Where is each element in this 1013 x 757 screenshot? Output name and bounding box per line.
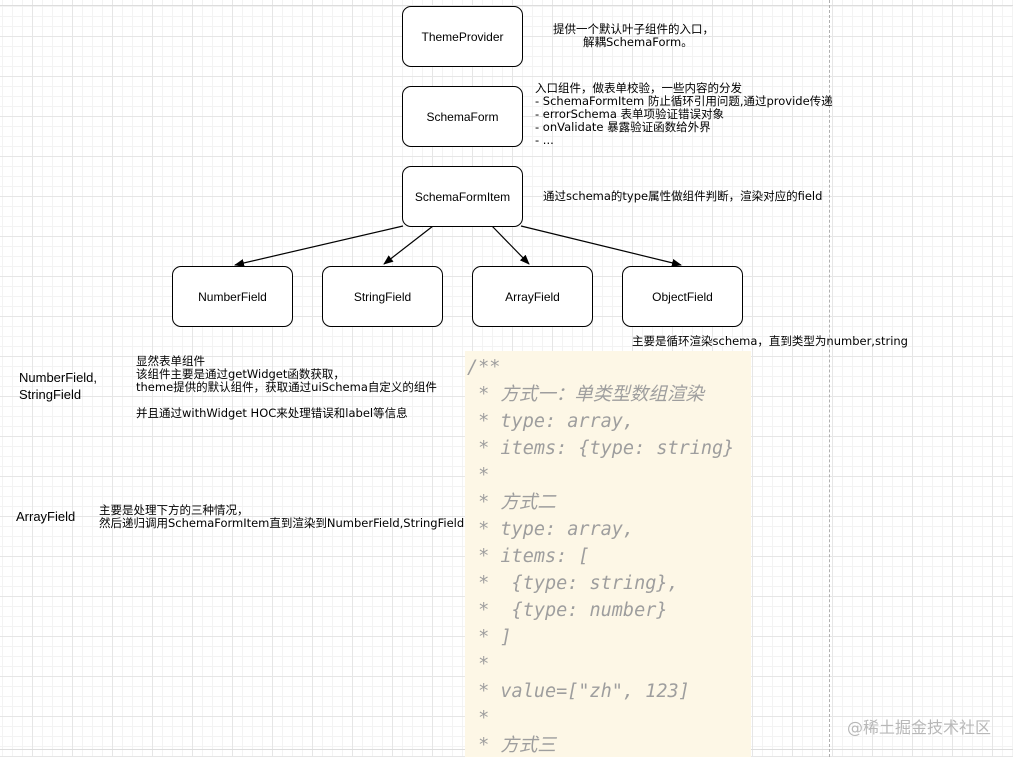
object-field-note: 主要是循环渲染schema，直到类型为number,string xyxy=(632,334,908,348)
string-field-node[interactable]: StringField xyxy=(322,266,443,327)
number-string-field-note: 显然表单组件 该组件主要是通过getWidget函数获取， theme提供的默认… xyxy=(136,355,437,420)
code-line: * items: [ xyxy=(467,546,590,567)
note-line: 提供一个默认叶子组件的入口， xyxy=(553,22,714,36)
code-line: * value=["zh", 123] xyxy=(467,681,690,702)
note-line: 然后递归调用SchemaFormItem直到渲染到NumberField,Str… xyxy=(99,516,465,530)
page-boundary-dashed-line xyxy=(829,0,830,757)
code-line: * xyxy=(467,654,490,675)
note-line: - errorSchema 表单项验证错误对象 xyxy=(535,107,725,121)
code-line: * items: {type: string} xyxy=(467,438,735,459)
object-field-node[interactable]: ObjectField xyxy=(622,266,743,327)
arrow-to-string-field xyxy=(383,225,434,265)
code-line: * ] xyxy=(467,627,512,648)
number-field-node[interactable]: NumberField xyxy=(172,266,293,327)
array-field-label: ArrayField xyxy=(16,509,76,524)
code-line: * 方式二 xyxy=(467,492,556,513)
array-field-note: 主要是处理下方的三种情况， 然后递归调用SchemaFormItem直到渲染到N… xyxy=(99,504,464,530)
note-line: 并且通过withWidget HOC来处理错误和label等信息 xyxy=(136,406,408,420)
label-line: StringField xyxy=(19,387,82,402)
code-line: * xyxy=(467,708,490,729)
note-line: theme提供的默认组件，获取通过uiSchema自定义的组件 xyxy=(136,380,437,394)
arrow-to-array-field xyxy=(491,225,530,265)
schema-form-item-note: 通过schema的type属性做组件判断，渲染对应的field xyxy=(543,189,823,203)
theme-provider-note: 提供一个默认叶子组件的入口， 解耦SchemaForm。 xyxy=(553,23,714,49)
label-line: NumberField, xyxy=(19,370,98,385)
note-line: 显然表单组件 xyxy=(136,354,205,368)
code-line: * 方式一：单类型数组渲染 xyxy=(467,384,704,405)
arrow-to-number-field xyxy=(234,225,404,267)
code-line: /** xyxy=(467,357,501,378)
note-line: 主要是处理下方的三种情况， xyxy=(99,503,249,517)
note-line: 该组件主要是通过getWidget函数获取， xyxy=(136,367,345,381)
code-line: * 方式三 xyxy=(467,735,556,756)
schema-form-note: 入口组件，做表单校验，一些内容的分发 - SchemaFormItem 防止循环… xyxy=(535,82,833,147)
code-comment-block: /** * 方式一：单类型数组渲染 * type: array, * items… xyxy=(465,351,751,757)
code-line: * {type: string}, xyxy=(467,573,679,594)
code-line: * type: array, xyxy=(467,519,635,540)
arrow-to-object-field xyxy=(520,225,682,267)
theme-provider-node[interactable]: ThemeProvider xyxy=(402,6,523,67)
code-line: * type: array, xyxy=(467,411,635,432)
top-edge-line xyxy=(0,5,1013,6)
note-line: 入口组件，做表单校验，一些内容的分发 xyxy=(535,81,742,95)
watermark: @稀土掘金技术社区 xyxy=(846,718,991,737)
array-field-node[interactable]: ArrayField xyxy=(472,266,593,327)
note-line: 解耦SchemaForm。 xyxy=(583,35,693,49)
code-line: * xyxy=(467,465,490,486)
note-line: - SchemaFormItem 防止循环引用问题,通过provide传递 xyxy=(535,94,833,108)
schema-form-node[interactable]: SchemaForm xyxy=(402,86,523,147)
code-line: * {type: number} xyxy=(467,600,668,621)
note-line: - ... xyxy=(535,133,554,147)
note-line: - onValidate 暴露验证函数给外界 xyxy=(535,120,711,134)
number-string-field-label: NumberField, StringField xyxy=(19,369,97,403)
schema-form-item-node[interactable]: SchemaFormItem xyxy=(402,166,523,227)
